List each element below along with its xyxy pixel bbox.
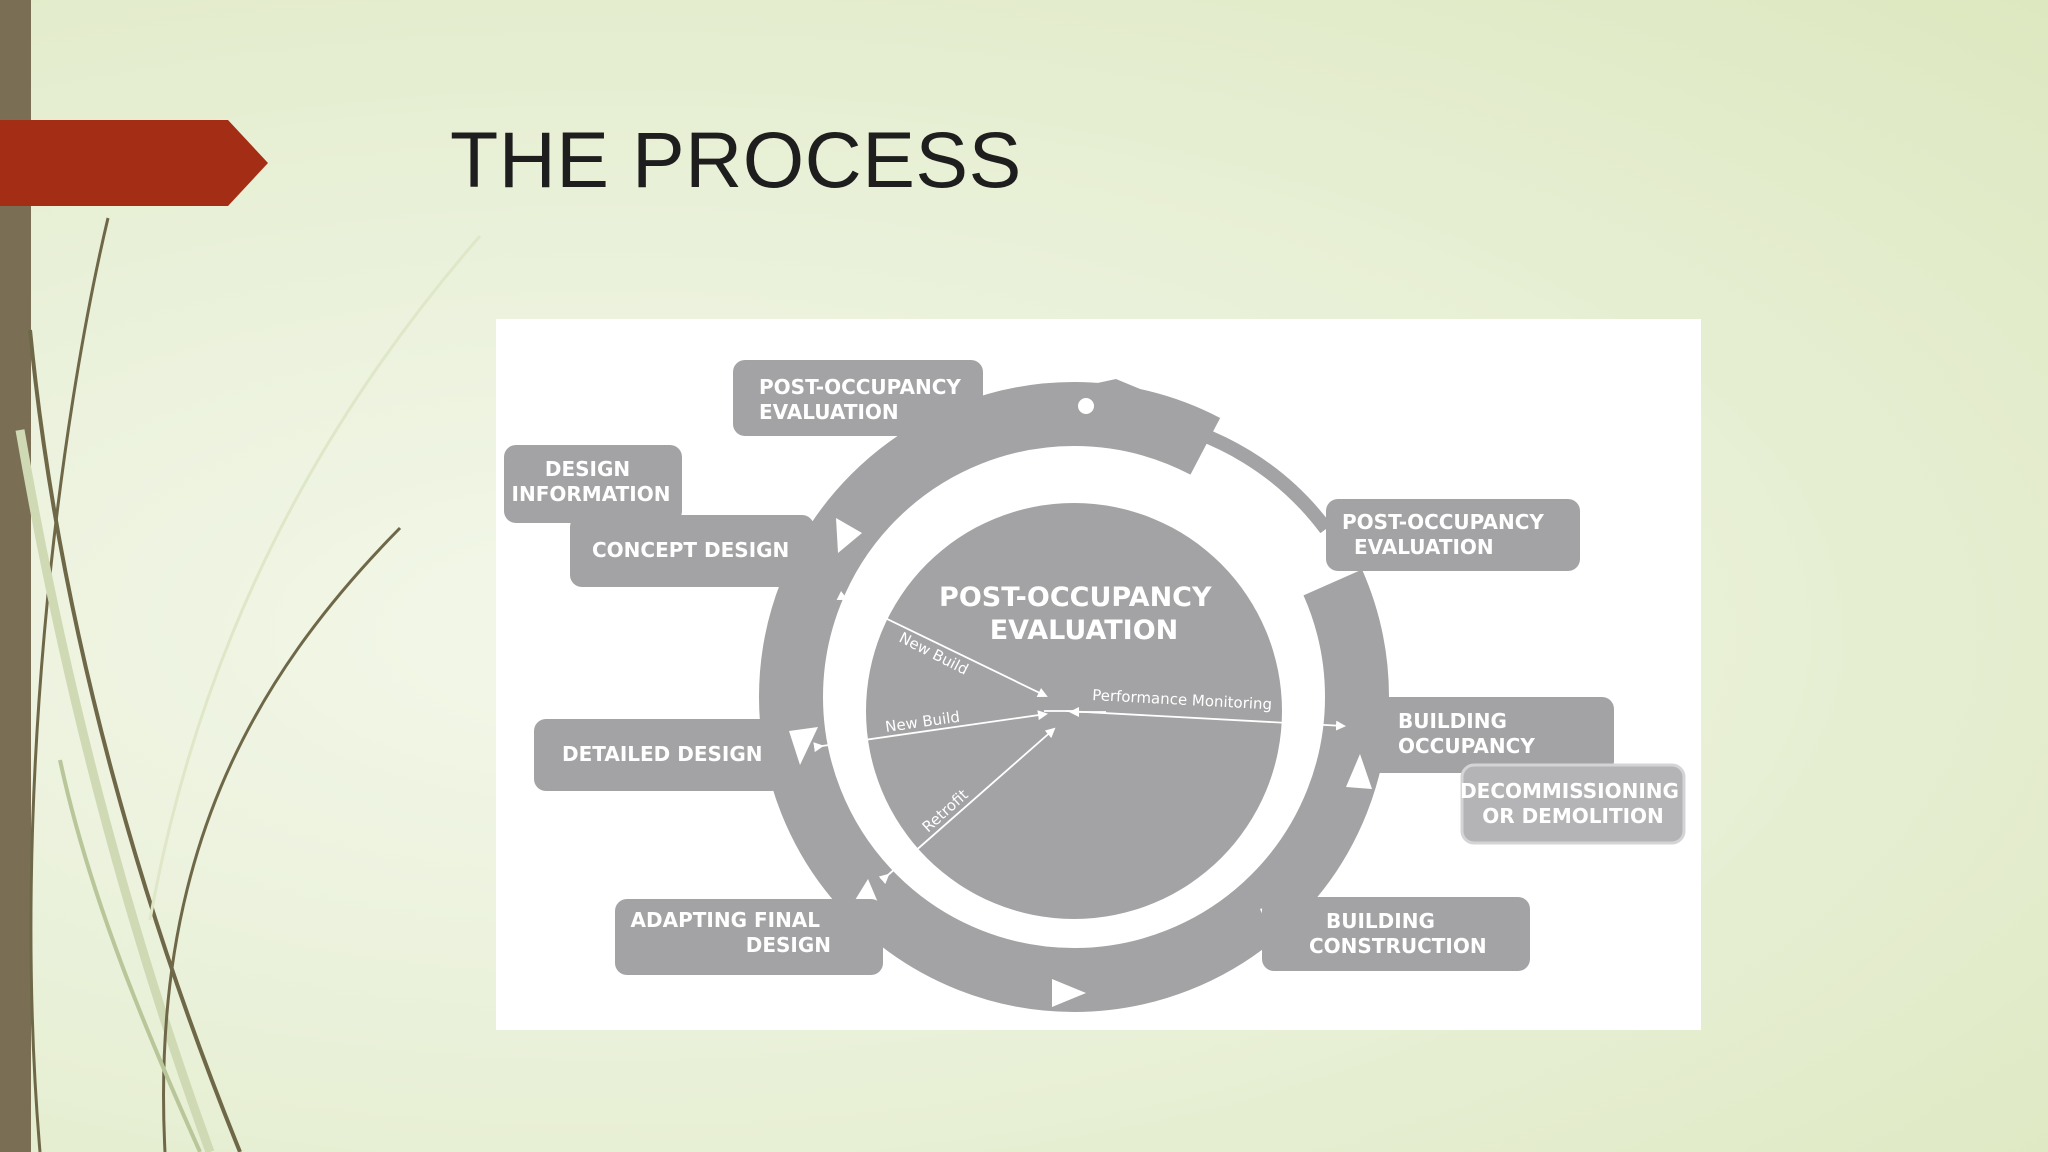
svg-text:POST-OCCUPANCY EVALU: POST-OCCUPANCY EVALUATION [1342,510,1551,559]
center-label-line1: POST-OCCUPANCY [939,582,1212,613]
center-label: POST-OCCUPANCY EVALUATION [939,582,1221,646]
route-new-build-upper-line [836,591,1048,698]
svg-text:CONCEPT DESIGN: CONCEPT DESIGN [592,538,789,562]
center-label-line2: EVALUATION [990,615,1179,646]
title-arrow-marker [0,120,268,206]
svg-text:BUILDING CONSTRUCTIO: BUILDING CONSTRUCTION [1309,909,1487,958]
svg-text:ADAPTING FINAL DESIG: ADAPTING FINAL DESIGN [631,908,831,957]
process-diagram: New Build New Build Retrofit Performance… [496,319,1701,1030]
svg-text:DECOMMISSIONING OR D: DECOMMISSIONING OR DEMOLITION [1460,779,1686,828]
route-retrofit-line [878,727,1056,885]
cycle-thin-arc [1144,412,1332,534]
stage-building-construction: BUILDING CONSTRUCTION [1262,897,1530,971]
stage-design-information: DESIGN INFORMATION [504,445,682,523]
ring-arrow-icon [836,518,862,553]
svg-text:BUILDING OCCUPANCY: BUILDING OCCUPANCY [1398,709,1535,758]
cycle-head [986,379,1164,445]
ring-arrow-icon [1346,754,1372,789]
route-performance-line [1065,710,1346,731]
slide-title: THE PROCESS [450,115,1022,204]
ring-arrow-icon [1052,979,1086,1007]
stage-post-occupancy-right: POST-OCCUPANCY EVALUATION [1326,499,1580,571]
stage-decommissioning: DECOMMISSIONING OR DEMOLITION [1460,763,1686,845]
stage-building-occupancy: BUILDING OCCUPANCY [1364,697,1614,773]
stage-detailed-design: DETAILED DESIGN [534,719,784,791]
ring-arrow-icon [789,727,818,765]
svg-text:DESIGN INFORMATION: DESIGN INFORMATION [512,457,671,506]
stage-post-occupancy-top: POST-OCCUPANCY EVALUATION [733,360,983,436]
stage-concept-design: CONCEPT DESIGN [570,515,814,587]
svg-text:POST-OCCUPANCY EVALU: POST-OCCUPANCY EVALUATION [759,375,968,424]
stage-adapting-final-design: ADAPTING FINAL DESIGN [615,899,883,975]
cycle-eye [1078,398,1094,414]
svg-text:DETAILED DESIGN: DETAILED DESIGN [562,742,763,766]
decorative-grass-lines [15,217,482,1152]
